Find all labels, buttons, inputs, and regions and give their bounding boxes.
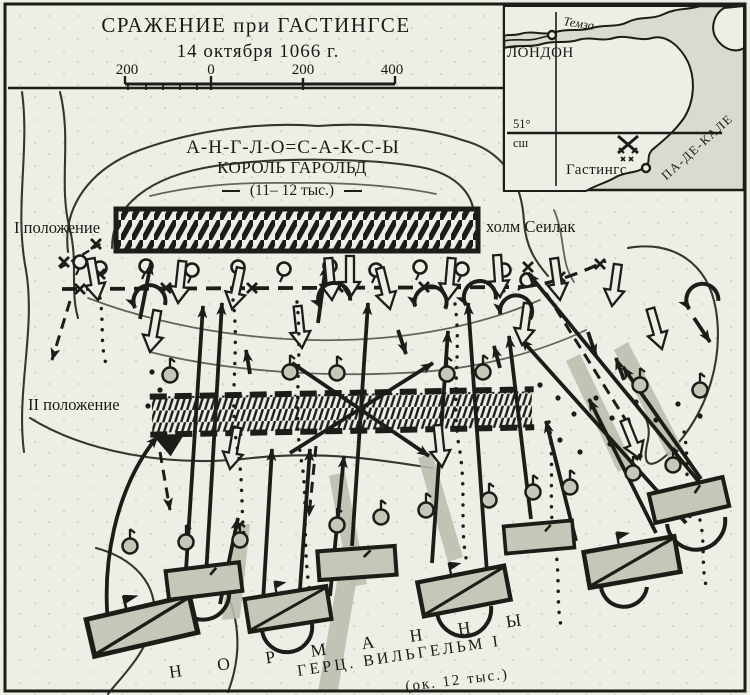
movement-dotted-trails	[98, 296, 710, 632]
latitude-sub-label: сш	[513, 136, 529, 150]
london-label: ЛОНДОН	[507, 45, 574, 61]
norman-infantry-unit	[501, 518, 577, 556]
king-harold-label: КОРОЛЬ ГАРОЛЬД	[217, 158, 367, 177]
map-border	[3, 2, 747, 693]
title-block: СРАЖЕНИЕ при ГАСТИНГСЕ 14 октября 1066 г…	[8, 13, 504, 90]
scale-label: 200	[116, 62, 139, 78]
anglo-saxon-strength-label: (11– 12 тыс.)	[250, 182, 334, 199]
thames-label: Темза	[563, 14, 596, 33]
hastings-marker	[640, 162, 652, 174]
position-1-bar	[113, 206, 481, 254]
norman-army	[83, 353, 730, 656]
position-2-label: II положение	[28, 395, 120, 414]
movement-dots	[145, 369, 703, 459]
scale-ticks	[123, 76, 397, 90]
senlac-hill-label: холм Сеилак	[486, 217, 576, 236]
map-subtitle: 14 октября 1066 г.	[177, 41, 340, 62]
map-title: СРАЖЕНИЕ при ГАСТИНГСЕ	[101, 13, 410, 37]
inset-map: ЛОНДОН Темза 51° сш Гастингс ПА-ДЕ-КАЛЕ	[502, 4, 746, 192]
anglo-saxon-army: А-Н-Г-Л-О=С-А-К-С-Ы КОРОЛЬ ГАРОЛЬД (11– …	[14, 137, 576, 254]
norman-infantry-unit	[166, 562, 243, 600]
scale-label: 200	[292, 62, 315, 78]
position-2-bar	[149, 386, 535, 457]
battle-site-icon	[617, 134, 639, 162]
retreat-dashed-arrows	[50, 292, 634, 517]
london-marker	[546, 29, 558, 41]
england-corner-coast	[712, 4, 745, 52]
position-2: II положение	[28, 386, 535, 457]
terrain-contours	[20, 90, 719, 695]
latitude-label: 51°	[513, 117, 531, 131]
scale-label: 400	[381, 62, 404, 78]
scale-bar: 200 0 200 400	[116, 62, 404, 90]
hastings-label: Гастингс	[566, 162, 627, 178]
scale-label: 0	[207, 62, 215, 78]
position-1-label: I положение	[14, 218, 100, 237]
england-land	[503, 35, 694, 192]
norman-infantry-unit	[317, 546, 396, 580]
anglo-saxon-army-label: А-Н-Г-Л-О=С-А-К-С-Ы	[186, 137, 400, 158]
england-north-bank	[503, 5, 701, 38]
